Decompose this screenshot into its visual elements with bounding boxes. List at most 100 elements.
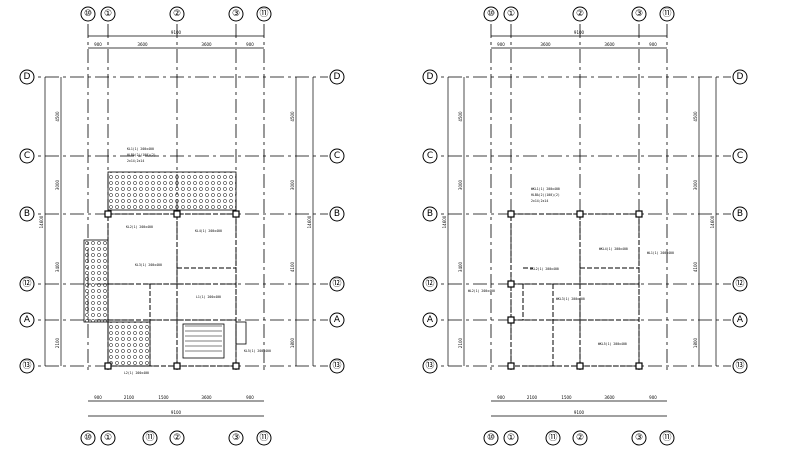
dim-top-total: 9100 <box>574 30 585 35</box>
axis-label-left: C <box>427 151 433 161</box>
beam-annotation: WKL5(1) 200x400 <box>598 342 627 346</box>
axis-label-left: ⑬ <box>425 360 434 371</box>
stair-landing <box>235 321 247 345</box>
beam-annotation: 2x14;2x14 <box>127 159 144 163</box>
axis-label-bottom: ② <box>576 433 584 443</box>
structural-column <box>104 362 112 370</box>
axis-label-right: ⑫ <box>332 278 341 289</box>
hatched-slab-top <box>107 171 237 211</box>
axis-bubble-right <box>329 312 345 328</box>
axis-label-bottom: ⑪ <box>548 432 557 443</box>
axis-bubble-bottom <box>631 430 647 446</box>
structural-column <box>232 210 240 218</box>
structural-column <box>635 210 643 218</box>
structural-column <box>173 210 181 218</box>
axis-bubble-bottom <box>228 430 244 446</box>
beam-annotation: KL5(1) 200x400 <box>244 349 271 353</box>
axis-bubble-top <box>100 6 116 22</box>
axis-bubble-bottom <box>256 430 272 446</box>
axis-label-right: D <box>737 72 744 82</box>
axis-label-left: D <box>427 72 434 82</box>
beam-annotation: WKL3(1) 200x400 <box>556 297 585 301</box>
dim-left: 4500 <box>55 111 60 122</box>
dim-left: 3000 <box>55 179 60 190</box>
axis-bubble-left <box>19 276 35 292</box>
dim-bottom: 3600 <box>201 395 212 400</box>
axis-bubble-bottom <box>169 430 185 446</box>
axis-label-left: A <box>24 315 31 325</box>
structural-column <box>173 362 181 370</box>
dim-right: 4500 <box>693 111 698 122</box>
axis-label-right: C <box>737 151 743 161</box>
axis-label-bottom: ② <box>173 433 181 443</box>
axis-label-right: C <box>334 151 340 161</box>
axis-label-bottom: ① <box>507 433 515 443</box>
structural-column <box>576 362 584 370</box>
dim-right: 1800 <box>290 337 295 348</box>
axis-bubble-top <box>631 6 647 22</box>
structural-column <box>576 210 584 218</box>
axis-label-right: D <box>334 72 341 82</box>
structural-column <box>507 280 515 288</box>
axis-label-right: ⑬ <box>332 360 341 371</box>
axis-bubble-left <box>422 69 438 85</box>
axis-label-right: A <box>737 315 744 325</box>
axis-label-top: ③ <box>635 9 643 19</box>
beam-annotation: WKL4(1) 200x400 <box>599 247 628 251</box>
axis-bubble-top <box>80 6 96 22</box>
axis-label-top: ⑩ <box>487 9 495 19</box>
axis-label-right: A <box>334 315 341 325</box>
dim-left: 2100 <box>458 337 463 348</box>
dim-top: 900 <box>497 42 505 47</box>
axis-bubble-right <box>732 206 748 222</box>
axis-label-bottom: ③ <box>232 433 240 443</box>
axis-bubble-right <box>732 276 748 292</box>
dim-right-total: 14600 <box>307 215 312 228</box>
axis-bubble-right <box>732 69 748 85</box>
axis-bubble-left <box>422 312 438 328</box>
axis-label-bottom: ⑪ <box>145 432 154 443</box>
axis-bubble-left <box>422 148 438 164</box>
dim-top: 900 <box>246 42 254 47</box>
axis-bubble-bottom <box>483 430 499 446</box>
axis-bubble-right <box>329 69 345 85</box>
axis-bubble-right <box>329 206 345 222</box>
axis-label-top: ② <box>173 9 181 19</box>
beam-annotation: 2x14;2x14 <box>531 199 548 203</box>
dim-top: 900 <box>649 42 657 47</box>
axis-label-right: ⑬ <box>735 360 744 371</box>
dim-bottom-total: 9100 <box>171 410 182 415</box>
axis-bubble-left <box>422 358 438 374</box>
axis-bubble-right <box>329 276 345 292</box>
axis-bubble-right <box>732 358 748 374</box>
axis-bubble-left <box>19 148 35 164</box>
dim-bottom: 900 <box>497 395 505 400</box>
dim-top: 3600 <box>137 42 148 47</box>
beam-annotation: WL2(1) 200x400 <box>468 289 495 293</box>
axis-label-top: ① <box>507 9 515 19</box>
axis-label-right: ⑫ <box>735 278 744 289</box>
dim-right: 3000 <box>290 179 295 190</box>
structural-column <box>507 362 515 370</box>
dim-bottom: 900 <box>246 395 254 400</box>
axis-label-left: B <box>24 209 30 219</box>
axis-bubble-left <box>422 276 438 292</box>
axis-bubble-bottom <box>503 430 519 446</box>
dim-top: 3600 <box>201 42 212 47</box>
axis-label-top: ① <box>104 9 112 19</box>
dim-left: 3400 <box>55 261 60 272</box>
structural-column <box>232 362 240 370</box>
axis-label-top: ⑩ <box>84 9 92 19</box>
axis-bubble-bottom <box>545 430 561 446</box>
axis-bubble-bottom <box>80 430 96 446</box>
axis-label-left: B <box>427 209 433 219</box>
axis-bubble-top <box>483 6 499 22</box>
axis-label-right: B <box>737 209 743 219</box>
dim-right: 4100 <box>693 261 698 272</box>
beam-annotation: L2(1) 200x400 <box>124 371 149 375</box>
axis-label-top: ⑪ <box>259 8 268 19</box>
beam-annotation: WKL1(1) 200x400 <box>531 187 560 191</box>
dim-top: 3600 <box>604 42 615 47</box>
beam-annotation: L1(1) 200x400 <box>196 295 221 299</box>
